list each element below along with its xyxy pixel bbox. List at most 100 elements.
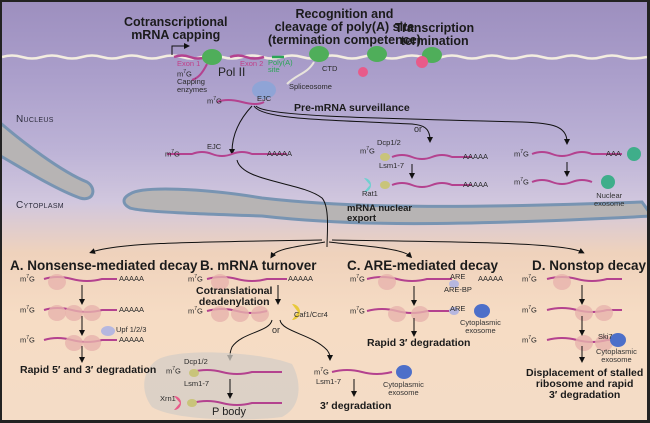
caf1-ccr4-label: Caf1/Ccr4 <box>294 310 328 319</box>
exosome-b <box>396 365 412 379</box>
polya-label-export: AAAAA <box>267 149 293 158</box>
termination-heading: Transcription termination <box>395 21 475 48</box>
upf-label: Upf 1/2/3 <box>116 325 147 334</box>
are-label-2: ARE <box>450 304 466 313</box>
dcp-label-nuclear: Dcp1/2 <box>377 138 401 147</box>
branch-to-a <box>89 239 323 254</box>
dcp-label-pbody: Dcp1/2 <box>184 357 208 366</box>
branch-to-c <box>328 241 413 259</box>
cap-label-decapping: m7G <box>360 146 375 156</box>
exon-2-label: Exon 2 <box>240 59 264 68</box>
exosome-b-label: Cytoplasmic exosome <box>383 380 424 397</box>
pathway-b-polya-1: AAAAA <box>288 274 314 283</box>
or-label-surveillance: or <box>414 124 423 134</box>
xrn1 <box>174 396 181 410</box>
nascent-transcript-1 <box>191 63 208 81</box>
export-heading: mRNA nuclear export <box>347 203 413 224</box>
pathway-a-graphics <box>43 274 117 363</box>
pathway-b-cap-pbody: m7G <box>166 366 181 376</box>
cap-label-exosome-1: m7G <box>514 149 529 159</box>
pathway-c-polya-1: AAAAA <box>478 274 504 283</box>
pol2-capping <box>202 49 222 65</box>
ctd-label: CTD <box>322 64 338 73</box>
pathway-a-cap-1: m7G <box>20 274 35 284</box>
pathway-c-title: C. ARE-mediated decay <box>347 258 499 273</box>
pathway-a-cap-2: m7G <box>20 305 35 315</box>
exosome-d-label: Cytoplasmic exosome <box>596 347 637 364</box>
exon-1-segment <box>173 54 207 60</box>
cap-label-premrna: m7G <box>207 96 222 106</box>
are-label-1: ARE <box>450 272 466 281</box>
ejc-label-export: EJC <box>207 142 222 151</box>
nuclear-envelope <box>2 122 647 226</box>
branch-to-b <box>270 241 326 259</box>
pathway-c-graphics <box>366 274 490 337</box>
cap-label-export: m7G <box>165 149 180 159</box>
polya-label-decapping-2: AAAAA <box>463 180 489 189</box>
pathway-b-cap-2: m7G <box>188 306 203 316</box>
pol2-complexes <box>202 46 442 77</box>
cytoplasm-label: Cytoplasm <box>16 200 64 211</box>
polya-label-exosome: AAA <box>606 149 622 158</box>
capping-heading: Cotranscriptional mRNA capping <box>124 15 228 42</box>
surveillance-heading: Pre-mRNA surveillance <box>294 102 410 114</box>
pathway-b-cap-1: m7G <box>188 274 203 284</box>
pol2-recognition <box>309 46 329 62</box>
pathway-d-cap-2: m7G <box>522 305 537 315</box>
branch-to-d <box>331 239 585 254</box>
nucleus-label: Nucleus <box>16 114 54 125</box>
pathway-a-cap-3: m7G <box>20 335 35 345</box>
pathway-d-title: D. Nonstop decay <box>532 258 647 273</box>
pol2-label: Pol II <box>218 65 246 79</box>
arrow-to-nuclear-exosome <box>255 105 570 145</box>
mrna-exosome-2 <box>531 179 593 185</box>
pathway-a-polya-1: AAAAA <box>119 274 145 283</box>
lsm-label-nuclear: Lsm1-7 <box>379 161 405 170</box>
p-body-label: P body <box>212 406 247 418</box>
arebp-label: ARE-BP <box>444 285 472 294</box>
pathway-d-cap-1: m7G <box>522 274 537 284</box>
pathway-a-polya-3: AAAAA <box>119 335 145 344</box>
pathway-a-polya-2: AAAAA <box>119 305 145 314</box>
pathway-c-outcome: Rapid 3′ degradation <box>367 337 471 349</box>
arrow-export-down <box>236 159 329 248</box>
exosome-d <box>610 333 626 347</box>
xrn1-label: Xrn1 <box>160 394 176 403</box>
nascent-transcript-2 <box>286 61 315 85</box>
arrow-to-export <box>229 105 253 155</box>
pathway-d-outcome: Displacement of stalled ribosome and rap… <box>526 367 644 401</box>
lsm-label-pbody: Lsm1-7 <box>184 379 210 388</box>
pathway-c-cap-2: m7G <box>350 306 365 316</box>
mrna-exosome-1 <box>531 151 622 157</box>
pathway-b-outcome: 3′ degradation <box>320 400 392 412</box>
pathway-b-title: B. mRNA turnover <box>200 258 317 273</box>
caf1-ccr4 <box>292 304 300 320</box>
spliceosome-label: Spliceosome <box>289 82 332 91</box>
pcf11-factor-2 <box>416 56 428 68</box>
pathway-b-graphics <box>144 274 412 420</box>
cap-label-capping: m7G <box>177 69 192 79</box>
rat1-label: Rat1 <box>362 189 378 198</box>
cap-label-exosome-2: m7G <box>514 177 529 187</box>
ejc-label-transcription: EJC <box>257 94 272 103</box>
mrna-decapped-1 <box>391 154 472 160</box>
nuclear-exosome-1 <box>627 147 641 161</box>
nuclear-exosome-2 <box>601 175 615 189</box>
ski7-label: Ski7 <box>598 332 613 341</box>
mrna-export-candidate <box>167 151 287 157</box>
capping-enzymes-label: Capping enzymes <box>177 77 208 94</box>
polya-site-label: Poly(A) site <box>268 58 293 74</box>
pathway-c-cap-1: m7G <box>350 274 365 284</box>
nuclear-envelope-left <box>2 122 95 201</box>
transcription-start-arrow <box>171 43 190 55</box>
nuclear-exosome-label: Nuclear exosome <box>594 191 625 208</box>
deadenylation-label: Cotranslational deadenylation <box>196 285 273 308</box>
exosome-c-label: Cytoplasmic exosome <box>460 318 501 335</box>
pcf11-factor-1 <box>358 67 368 77</box>
exon-2-segment <box>229 54 265 60</box>
recognition-heading: Recognition and cleavage of poly(A) site… <box>268 7 421 47</box>
polya-label-decapping-1: AAAAA <box>463 152 489 161</box>
